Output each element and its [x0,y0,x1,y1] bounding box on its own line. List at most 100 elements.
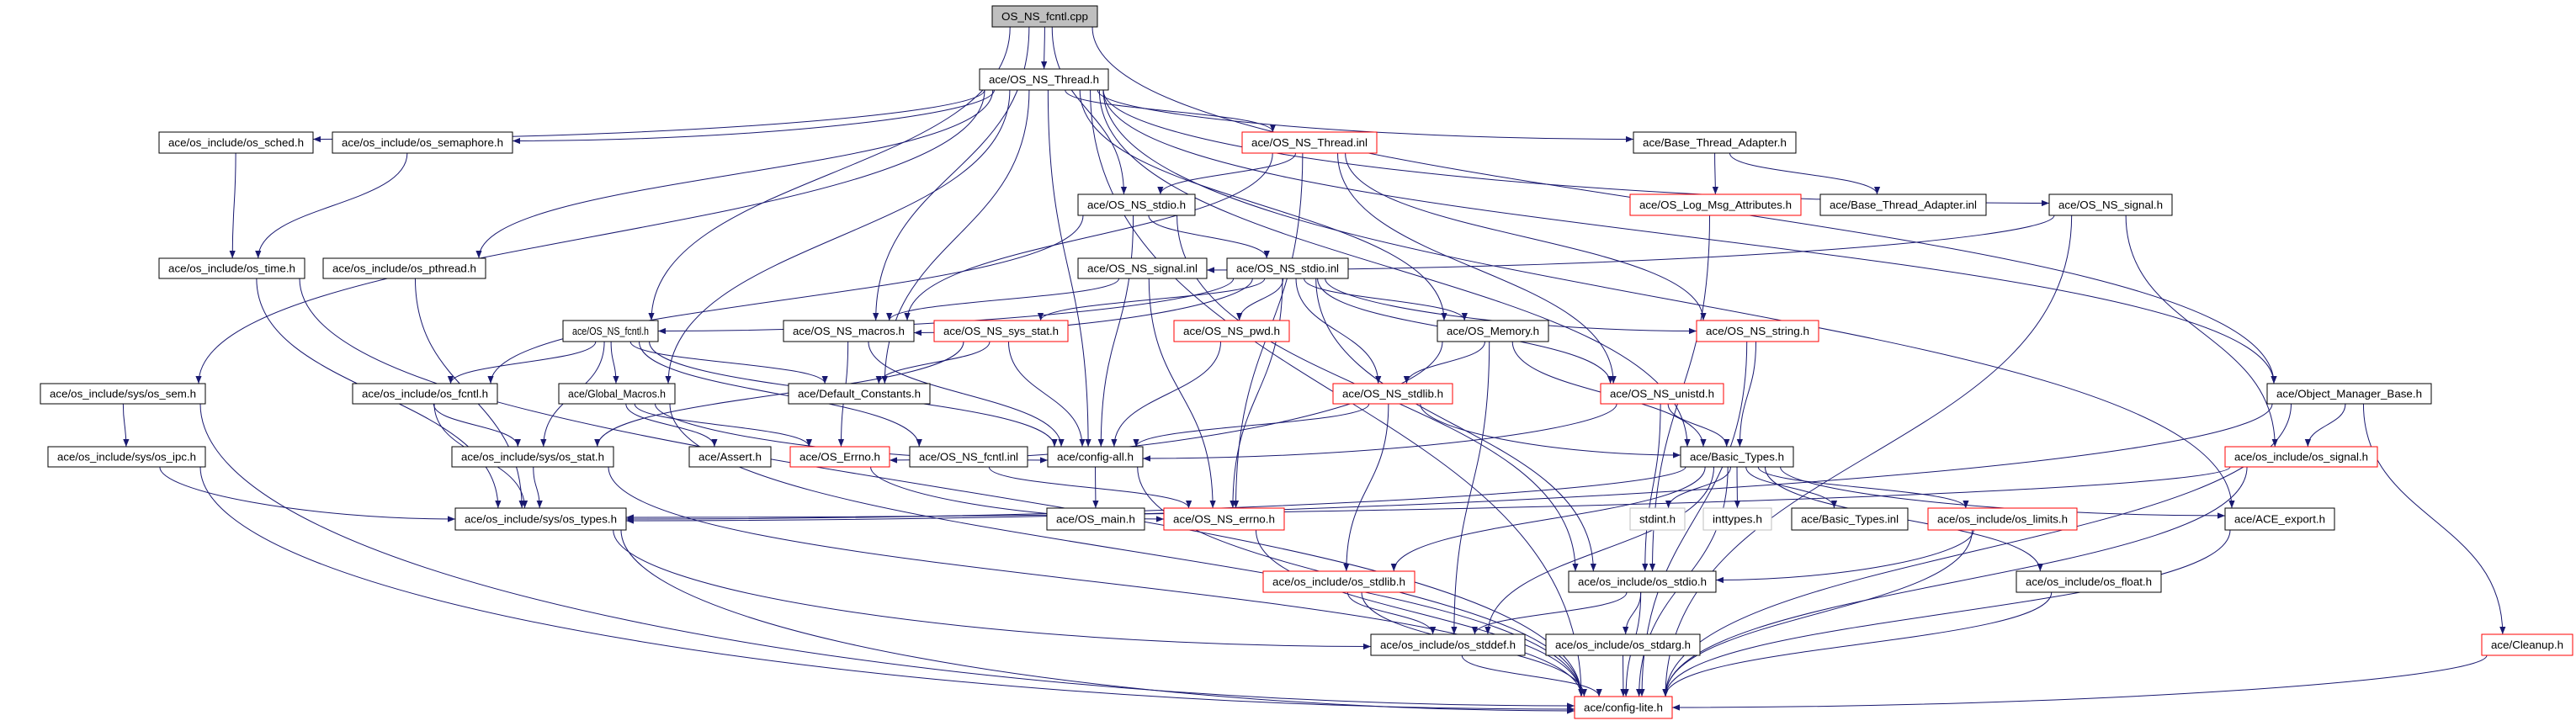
node-fcntl_inl[interactable]: ace/OS_NS_fcntl.inl [909,446,1028,468]
node-box[interactable] [158,257,305,279]
node-box[interactable] [2266,383,2432,405]
node-box[interactable] [40,383,206,405]
node-lite[interactable]: ace/config-lite.h [1574,696,1673,719]
node-stdint[interactable]: stdint.h [1629,507,1686,531]
node-box[interactable] [2481,633,2573,656]
node-box[interactable] [562,320,659,342]
node-memory[interactable]: ace/OS_Memory.h [1437,320,1549,342]
node-semaphore[interactable]: ace/os_include/os_semaphore.h [332,131,513,154]
node-box[interactable] [783,320,915,342]
node-ns_stdlib[interactable]: ace/OS_NS_stdlib.h [1332,383,1453,405]
node-ns_errno[interactable]: ace/OS_NS_errno.h [1163,507,1285,531]
node-os_fcntl[interactable]: ace/os_include/os_fcntl.h [352,383,498,405]
node-box[interactable] [1629,507,1686,531]
node-box[interactable] [1077,257,1208,279]
node-box[interactable] [1696,320,1819,342]
node-box[interactable] [1545,633,1701,656]
node-os_stdio[interactable]: ace/os_include/os_stdio.h [1568,570,1717,593]
node-stddef[interactable]: ace/os_include/os_stddef.h [1370,633,1526,656]
node-string[interactable]: ace/OS_NS_string.h [1696,320,1819,342]
node-limits[interactable]: ace/os_include/os_limits.h [1927,507,2078,531]
node-box[interactable] [1568,570,1717,593]
node-box[interactable] [1226,257,1349,279]
node-assert[interactable]: ace/Assert.h [688,446,772,468]
node-sem[interactable]: ace/os_include/sys/os_sem.h [40,383,206,405]
node-box[interactable] [1819,193,1987,216]
node-box[interactable] [991,5,1098,28]
node-bta_inl[interactable]: ace/Base_Thread_Adapter.inl [1819,193,1987,216]
node-box[interactable] [332,131,513,154]
node-box[interactable] [1046,507,1145,531]
node-box[interactable] [2016,570,2162,593]
node-box[interactable] [1633,131,1797,154]
node-float[interactable]: ace/os_include/os_float.h [2016,570,2162,593]
node-box[interactable] [788,383,931,405]
node-cpp[interactable]: OS_NS_fcntl.cpp [991,5,1098,28]
node-box[interactable] [979,68,1109,91]
node-thread_inl[interactable]: ace/OS_NS_Thread.inl [1241,131,1378,154]
node-box[interactable] [1241,131,1378,154]
node-box[interactable] [454,507,627,531]
node-global[interactable]: ace/Global_Macros.h [558,383,676,405]
node-box[interactable] [1600,383,1724,405]
node-box[interactable] [1173,320,1290,342]
node-stdio_inl[interactable]: ace/OS_NS_stdio.inl [1226,257,1349,279]
node-configall[interactable]: ace/config-all.h [1047,446,1144,468]
node-os_signal[interactable]: ace/os_include/os_signal.h [2224,446,2378,468]
node-ipc[interactable]: ace/os_include/sys/os_ipc.h [47,446,206,468]
node-box[interactable] [1047,446,1144,468]
node-box[interactable] [1077,193,1196,216]
node-box[interactable] [352,383,498,405]
node-fcntl_h[interactable]: ace/OS_NS_fcntl.h [562,320,659,342]
node-macros[interactable]: ace/OS_NS_macros.h [783,320,915,342]
node-box[interactable] [451,446,614,468]
node-box[interactable] [789,446,890,468]
node-sysstat[interactable]: ace/OS_NS_sys_stat.h [933,320,1069,342]
node-box[interactable] [2224,507,2335,531]
node-defconst[interactable]: ace/Default_Constants.h [788,383,931,405]
node-sched[interactable]: ace/os_include/os_sched.h [158,131,314,154]
node-box[interactable] [1791,507,1909,531]
node-box[interactable] [1574,696,1673,719]
node-bt_inl[interactable]: ace/Basic_Types.inl [1791,507,1909,531]
node-box[interactable] [1680,446,1794,468]
node-box[interactable] [158,131,314,154]
node-types[interactable]: ace/os_include/sys/os_types.h [454,507,627,531]
node-box[interactable] [1262,570,1415,593]
node-export[interactable]: ace/ACE_export.h [2224,507,2335,531]
node-box[interactable] [1927,507,2078,531]
node-unistd[interactable]: ace/OS_NS_unistd.h [1600,383,1724,405]
node-box[interactable] [2048,193,2173,216]
node-thread_h[interactable]: ace/OS_NS_Thread.h [979,68,1109,91]
node-signal_h[interactable]: ace/OS_NS_signal.h [2048,193,2173,216]
node-box[interactable] [1332,383,1453,405]
node-basic[interactable]: ace/Basic_Types.h [1680,446,1794,468]
node-signal_inl[interactable]: ace/OS_NS_signal.inl [1077,257,1208,279]
node-box[interactable] [1702,507,1772,531]
node-bta_h[interactable]: ace/Base_Thread_Adapter.h [1633,131,1797,154]
node-os_stdlib[interactable]: ace/os_include/os_stdlib.h [1262,570,1415,593]
node-box[interactable] [322,257,486,279]
node-inttypes[interactable]: inttypes.h [1702,507,1772,531]
node-pwd[interactable]: ace/OS_NS_pwd.h [1173,320,1290,342]
node-box[interactable] [558,383,676,405]
node-cleanup[interactable]: ace/Cleanup.h [2481,633,2573,656]
node-box[interactable] [1437,320,1549,342]
node-box[interactable] [933,320,1069,342]
node-errno_h[interactable]: ace/OS_Errno.h [789,446,890,468]
node-omb[interactable]: ace/Object_Manager_Base.h [2266,383,2432,405]
node-box[interactable] [1629,193,1802,216]
node-main[interactable]: ace/OS_main.h [1046,507,1145,531]
node-stdarg[interactable]: ace/os_include/os_stdarg.h [1545,633,1701,656]
node-stat[interactable]: ace/os_include/sys/os_stat.h [451,446,614,468]
node-time[interactable]: ace/os_include/os_time.h [158,257,305,279]
node-box[interactable] [909,446,1028,468]
node-box[interactable] [2224,446,2378,468]
node-box[interactable] [47,446,206,468]
node-pthread[interactable]: ace/os_include/os_pthread.h [322,257,486,279]
node-box[interactable] [688,446,772,468]
node-logmsg[interactable]: ace/OS_Log_Msg_Attributes.h [1629,193,1802,216]
node-stdio_h[interactable]: ace/OS_NS_stdio.h [1077,193,1196,216]
node-box[interactable] [1370,633,1526,656]
node-box[interactable] [1163,507,1285,531]
